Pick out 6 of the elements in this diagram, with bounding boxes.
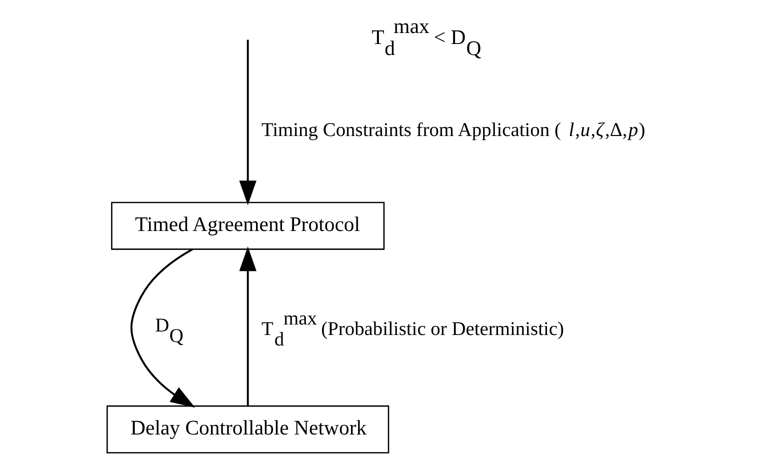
arrow bbox=[238, 40, 256, 206]
edge-label: Timing Constraints from Application (l,u,ζ,Δ,p) bbox=[260, 120, 645, 141]
arrow bbox=[130, 248, 195, 408]
arrow bbox=[238, 246, 256, 406]
node-box: Delay Controllable Network bbox=[106, 405, 389, 454]
node-box: Timed Agreement Protocol bbox=[110, 202, 384, 250]
